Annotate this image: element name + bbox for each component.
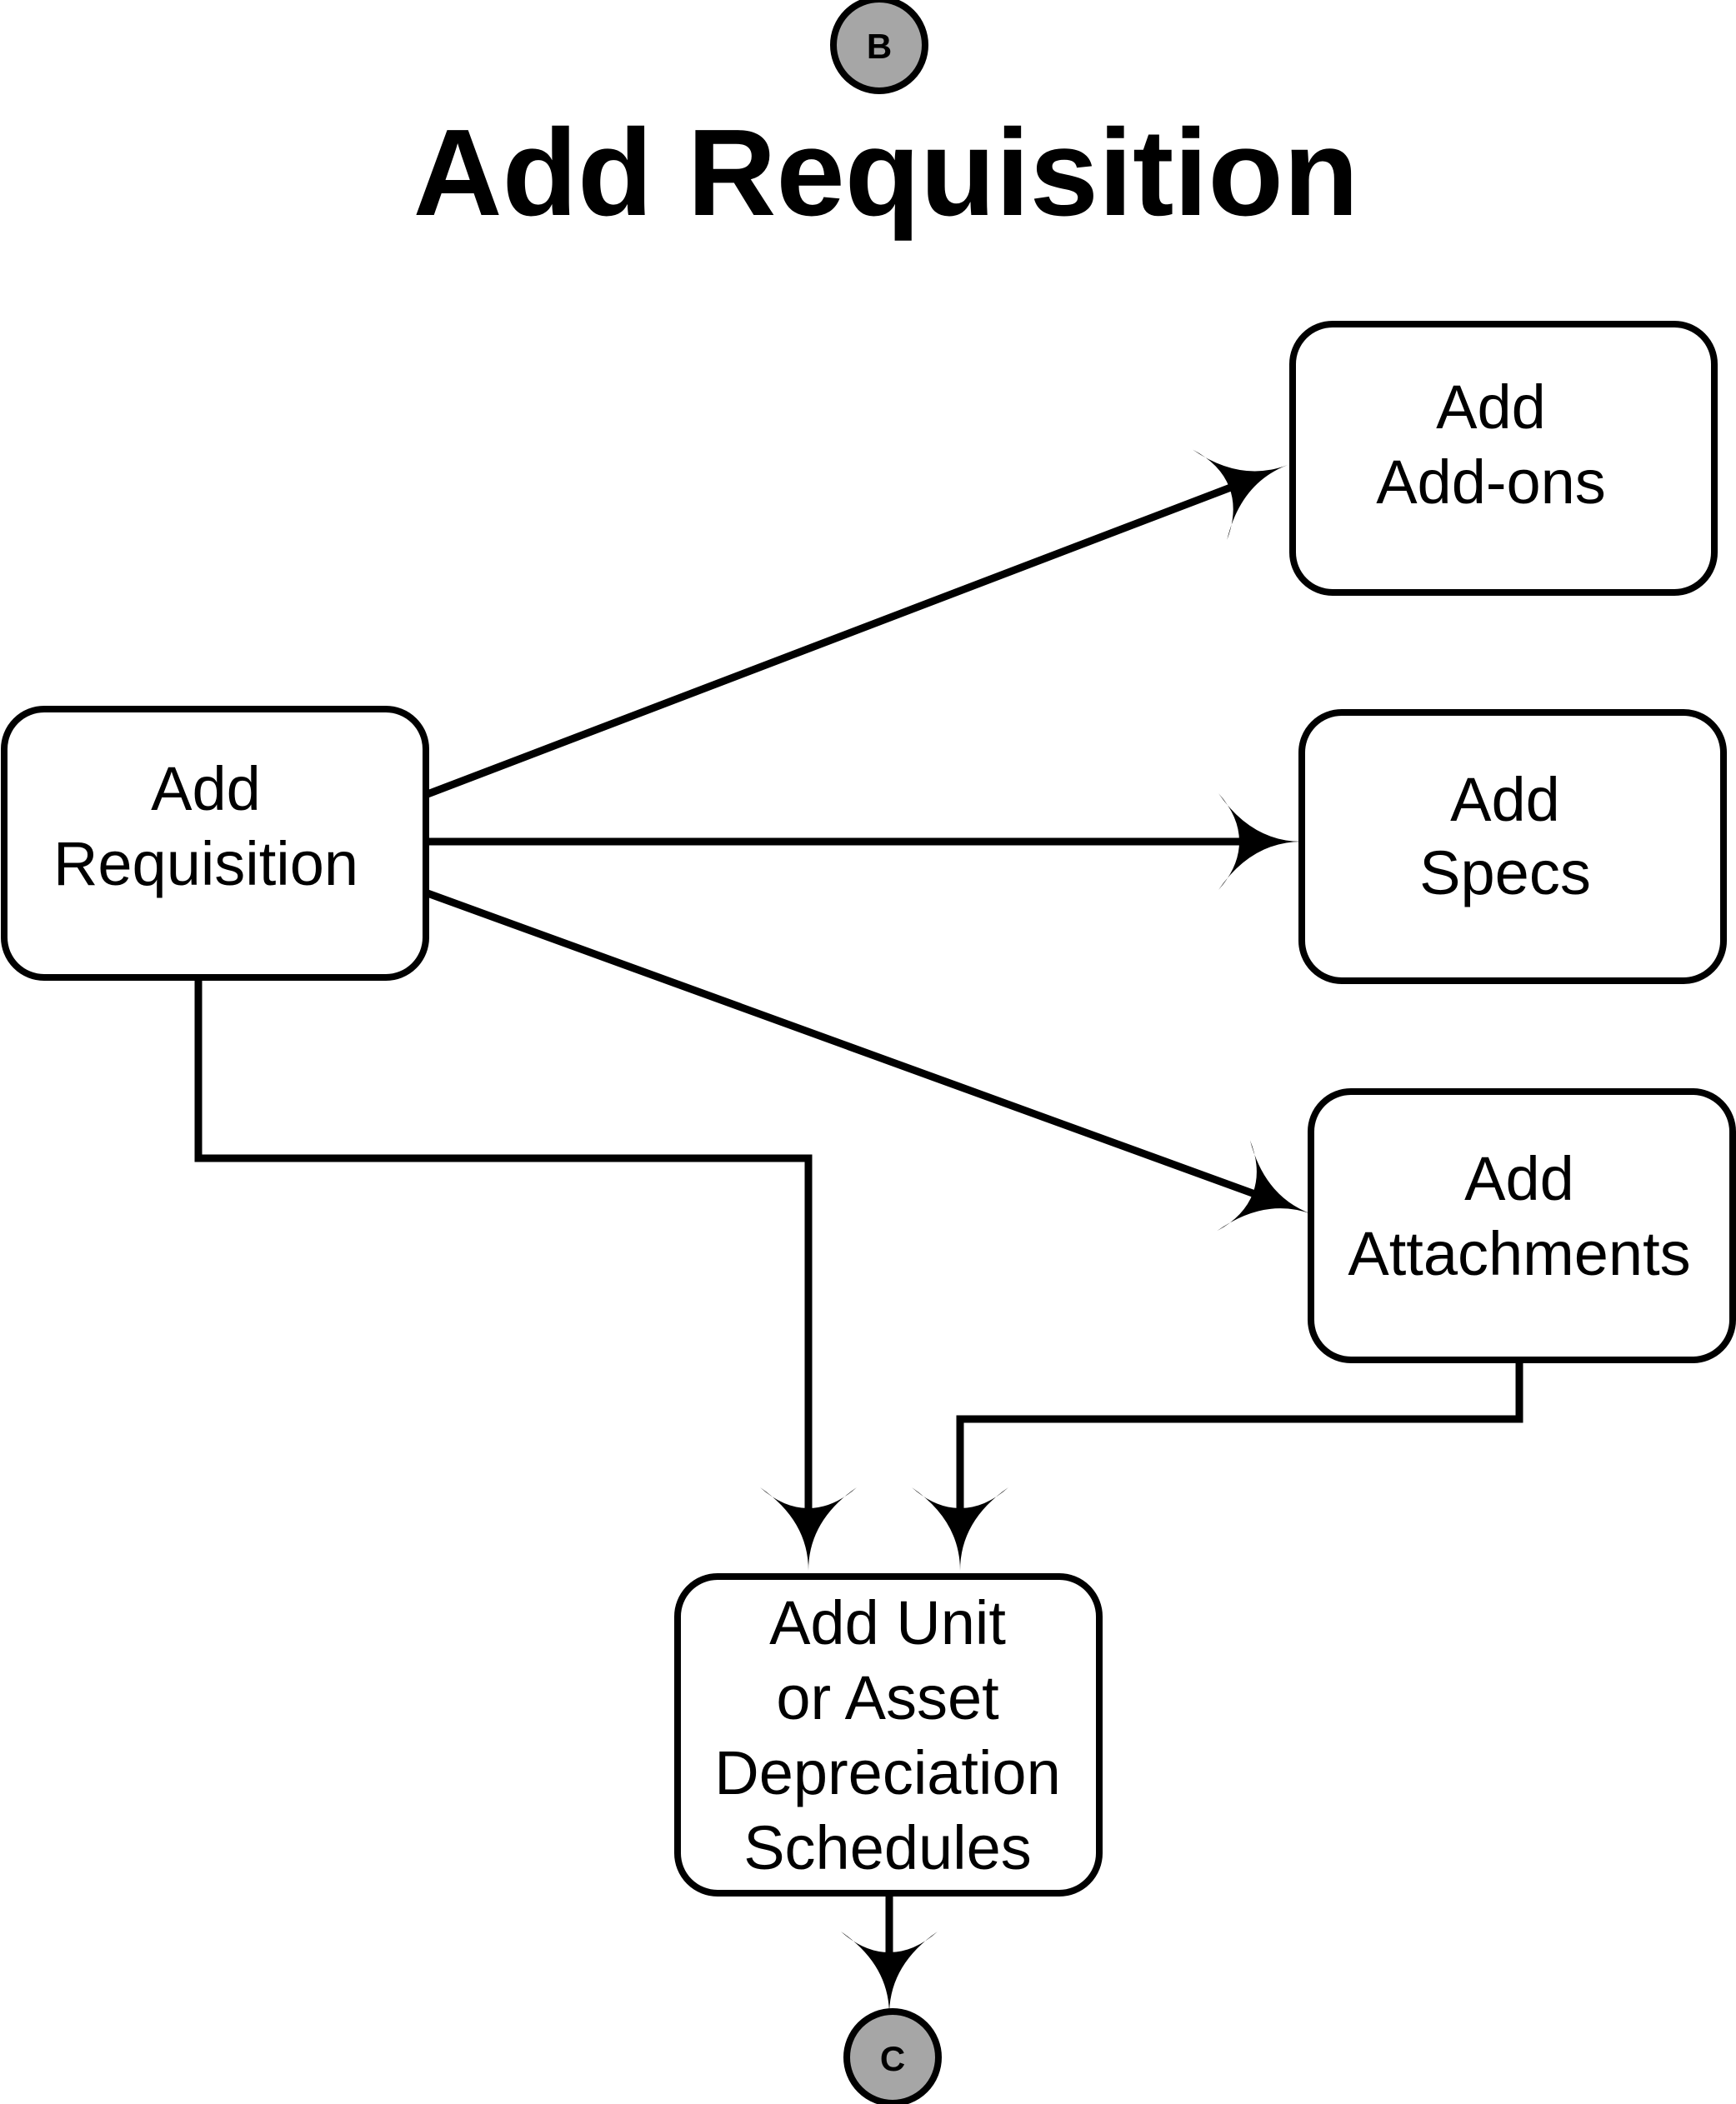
node-add-unit-line3: Depreciation [714, 1738, 1060, 1807]
node-add-unit: Add Unit or Asset Depreciation Schedules [674, 1573, 1103, 1897]
node-add-unit-line4: Schedules [743, 1813, 1032, 1882]
arrowhead-c [841, 1932, 938, 2015]
arrowhead-unit-right [912, 1487, 1008, 1571]
node-add-attachments-line2: Attachments [1348, 1219, 1690, 1288]
arrowhead-unit-left [760, 1487, 857, 1571]
node-add-unit-line1: Add Unit [769, 1588, 1006, 1657]
node-add-addons-line1: Add [1436, 372, 1546, 442]
node-add-specs-line1: Add [1450, 765, 1560, 834]
arrowhead-attachments [1217, 1140, 1312, 1232]
arrow-attachments-to-unit [956, 1358, 1523, 1533]
arrowhead-addons [1192, 449, 1288, 540]
arrow-requisition-to-unit [194, 975, 813, 1533]
node-add-requisition-line1: Add [151, 754, 261, 823]
node-add-specs-line2: Specs [1419, 838, 1591, 907]
node-add-unit-line2: or Asset [776, 1663, 999, 1732]
connector-b-label: B [867, 27, 892, 66]
node-add-requisition-line2: Requisition [53, 829, 358, 898]
node-add-specs: Add Specs [1298, 709, 1727, 984]
connector-c: C [843, 2008, 942, 2104]
page-title: Add Requisition [413, 104, 1359, 242]
arrowhead-specs [1218, 793, 1302, 890]
node-add-addons: Add Add-ons [1289, 321, 1718, 596]
connector-b: B [830, 0, 928, 94]
connector-c-label: C [880, 2039, 905, 2078]
node-add-addons-line2: Add-ons [1376, 447, 1606, 517]
arrow-requisition-to-addons [426, 477, 1248, 798]
node-add-attachments-line1: Add [1464, 1144, 1574, 1213]
node-add-attachments: Add Attachments [1308, 1088, 1736, 1363]
node-add-requisition: Add Requisition [1, 706, 429, 981]
arrow-requisition-to-attachments [426, 889, 1273, 1204]
